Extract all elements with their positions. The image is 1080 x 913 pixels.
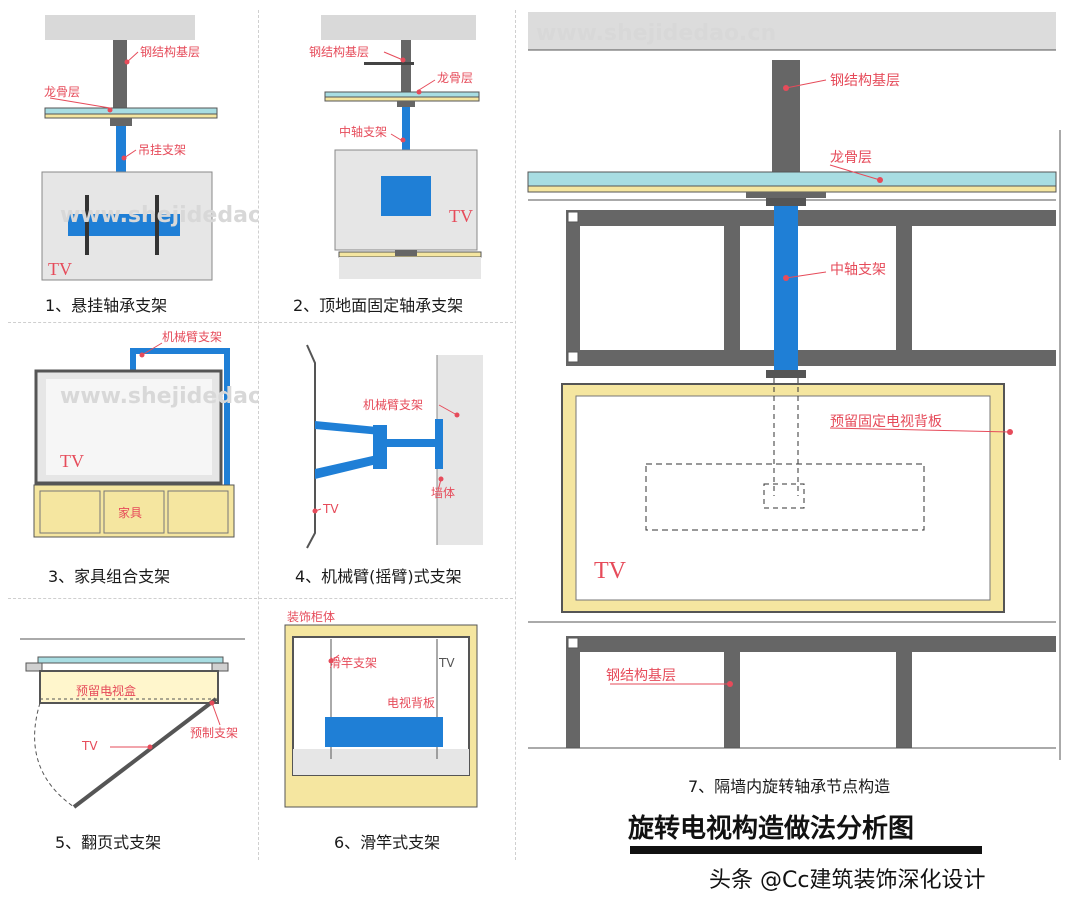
panel-5-flip-bracket: TV 预制支架 预留电视盒 5、翻页式支架 bbox=[0, 599, 258, 861]
diagram-suspended-bearing: www.shejidedao.cn 钢结构基层 龙骨层 吊挂支架 TV bbox=[41, 15, 300, 281]
tv-label: TV bbox=[60, 451, 84, 471]
diagram-swing-arm: 机械臂支架 墙体 TV bbox=[306, 344, 483, 549]
watermark: www.shejidedao.cn bbox=[60, 203, 258, 228]
diagram-partition-bearing: www.shejidedao.cn 钢结构基层 bbox=[527, 12, 1061, 760]
title-underline bbox=[630, 846, 982, 854]
page-title: 旋转电视构造做法分析图 bbox=[628, 814, 915, 844]
label-reserved-backplate: 预留固定电视背板 bbox=[830, 414, 942, 430]
tv-label: TV bbox=[449, 206, 473, 226]
label-slide-rail: 滑竿支架 bbox=[329, 655, 377, 670]
panel-2-fixed-bearing: 钢结构基层 龙骨层 中轴支架 TV 2、顶地面固定轴承支架 bbox=[259, 0, 515, 322]
label-steel-base: 钢结构基层 bbox=[140, 44, 200, 59]
diagram-flip-bracket: TV 预制支架 预留电视盒 bbox=[20, 638, 245, 809]
label-furniture: 家具 bbox=[118, 505, 142, 520]
label-keel-layer: 龙骨层 bbox=[830, 150, 872, 166]
caption-6: 6、滑竿式支架 bbox=[334, 833, 441, 852]
label-steel-base-bottom: 钢结构基层 bbox=[606, 667, 676, 684]
panel-1-suspended-bearing: www.shejidedao.cn 钢结构基层 龙骨层 吊挂支架 TV 1、悬挂… bbox=[0, 0, 300, 322]
label-center-axis: 中轴支架 bbox=[830, 262, 886, 278]
tv-label: TV bbox=[322, 502, 339, 516]
panel-7-partition-bearing: www.shejidedao.cn 钢结构基层 bbox=[516, 0, 1080, 800]
tv-label: TV bbox=[594, 558, 627, 584]
grid-divider bbox=[8, 598, 513, 599]
label-decorative-cabinet: 装饰柜体 bbox=[287, 610, 335, 624]
caption-1: 1、悬挂轴承支架 bbox=[45, 296, 168, 315]
label-center-axis: 中轴支架 bbox=[339, 124, 387, 139]
label-tv-backplate: 电视背板 bbox=[387, 695, 435, 710]
caption-2: 2、顶地面固定轴承支架 bbox=[293, 296, 464, 315]
label-reserved-box: 预留电视盒 bbox=[76, 683, 136, 698]
caption-3: 3、家具组合支架 bbox=[48, 567, 171, 586]
grid-divider bbox=[8, 322, 513, 323]
caption-4: 4、机械臂(摇臂)式支架 bbox=[295, 567, 462, 586]
panel-3-furniture-bracket: www.shejidedao.cn 机械臂支架 家具 TV 3、家具组合支架 bbox=[0, 323, 300, 598]
panel-4-swing-arm: 机械臂支架 墙体 TV 4、机械臂(摇臂)式支架 bbox=[259, 323, 515, 598]
diagram-furniture-bracket: www.shejidedao.cn 机械臂支架 家具 TV bbox=[33, 329, 300, 538]
label-prefab-bracket: 预制支架 bbox=[190, 726, 238, 740]
label-mech-arm: 机械臂支架 bbox=[363, 397, 423, 412]
panel-6-slide-rail: 滑竿支架 电视背板 装饰柜体 TV 6、滑竿式支架 bbox=[259, 599, 515, 861]
grid-divider bbox=[258, 10, 259, 860]
label-wall: 墙体 bbox=[431, 486, 455, 500]
footer-credit: 头条 @Cc建筑装饰深化设计 bbox=[709, 868, 986, 893]
caption-7: 7、隔墙内旋转轴承节点构造 bbox=[688, 777, 891, 796]
watermark: www.shejidedao.cn bbox=[536, 21, 776, 46]
watermark: www.shejidedao.cn bbox=[60, 384, 258, 409]
diagram-slide-rail: 滑竿支架 电视背板 装饰柜体 TV bbox=[284, 610, 478, 808]
tv-label: TV bbox=[81, 739, 98, 753]
caption-5: 5、翻页式支架 bbox=[55, 833, 162, 852]
label-hanging-bracket: 吊挂支架 bbox=[138, 143, 186, 157]
diagram-fixed-bearing: 钢结构基层 龙骨层 中轴支架 TV bbox=[309, 15, 482, 279]
tv-label: TV bbox=[438, 656, 455, 670]
label-keel-layer: 龙骨层 bbox=[44, 85, 80, 99]
grid-divider bbox=[515, 10, 516, 860]
label-steel-base-top: 钢结构基层 bbox=[830, 72, 900, 89]
label-keel-layer: 龙骨层 bbox=[437, 71, 473, 85]
tv-label: TV bbox=[48, 259, 72, 279]
label-steel-base: 钢结构基层 bbox=[309, 44, 369, 59]
label-mech-arm: 机械臂支架 bbox=[162, 329, 222, 344]
